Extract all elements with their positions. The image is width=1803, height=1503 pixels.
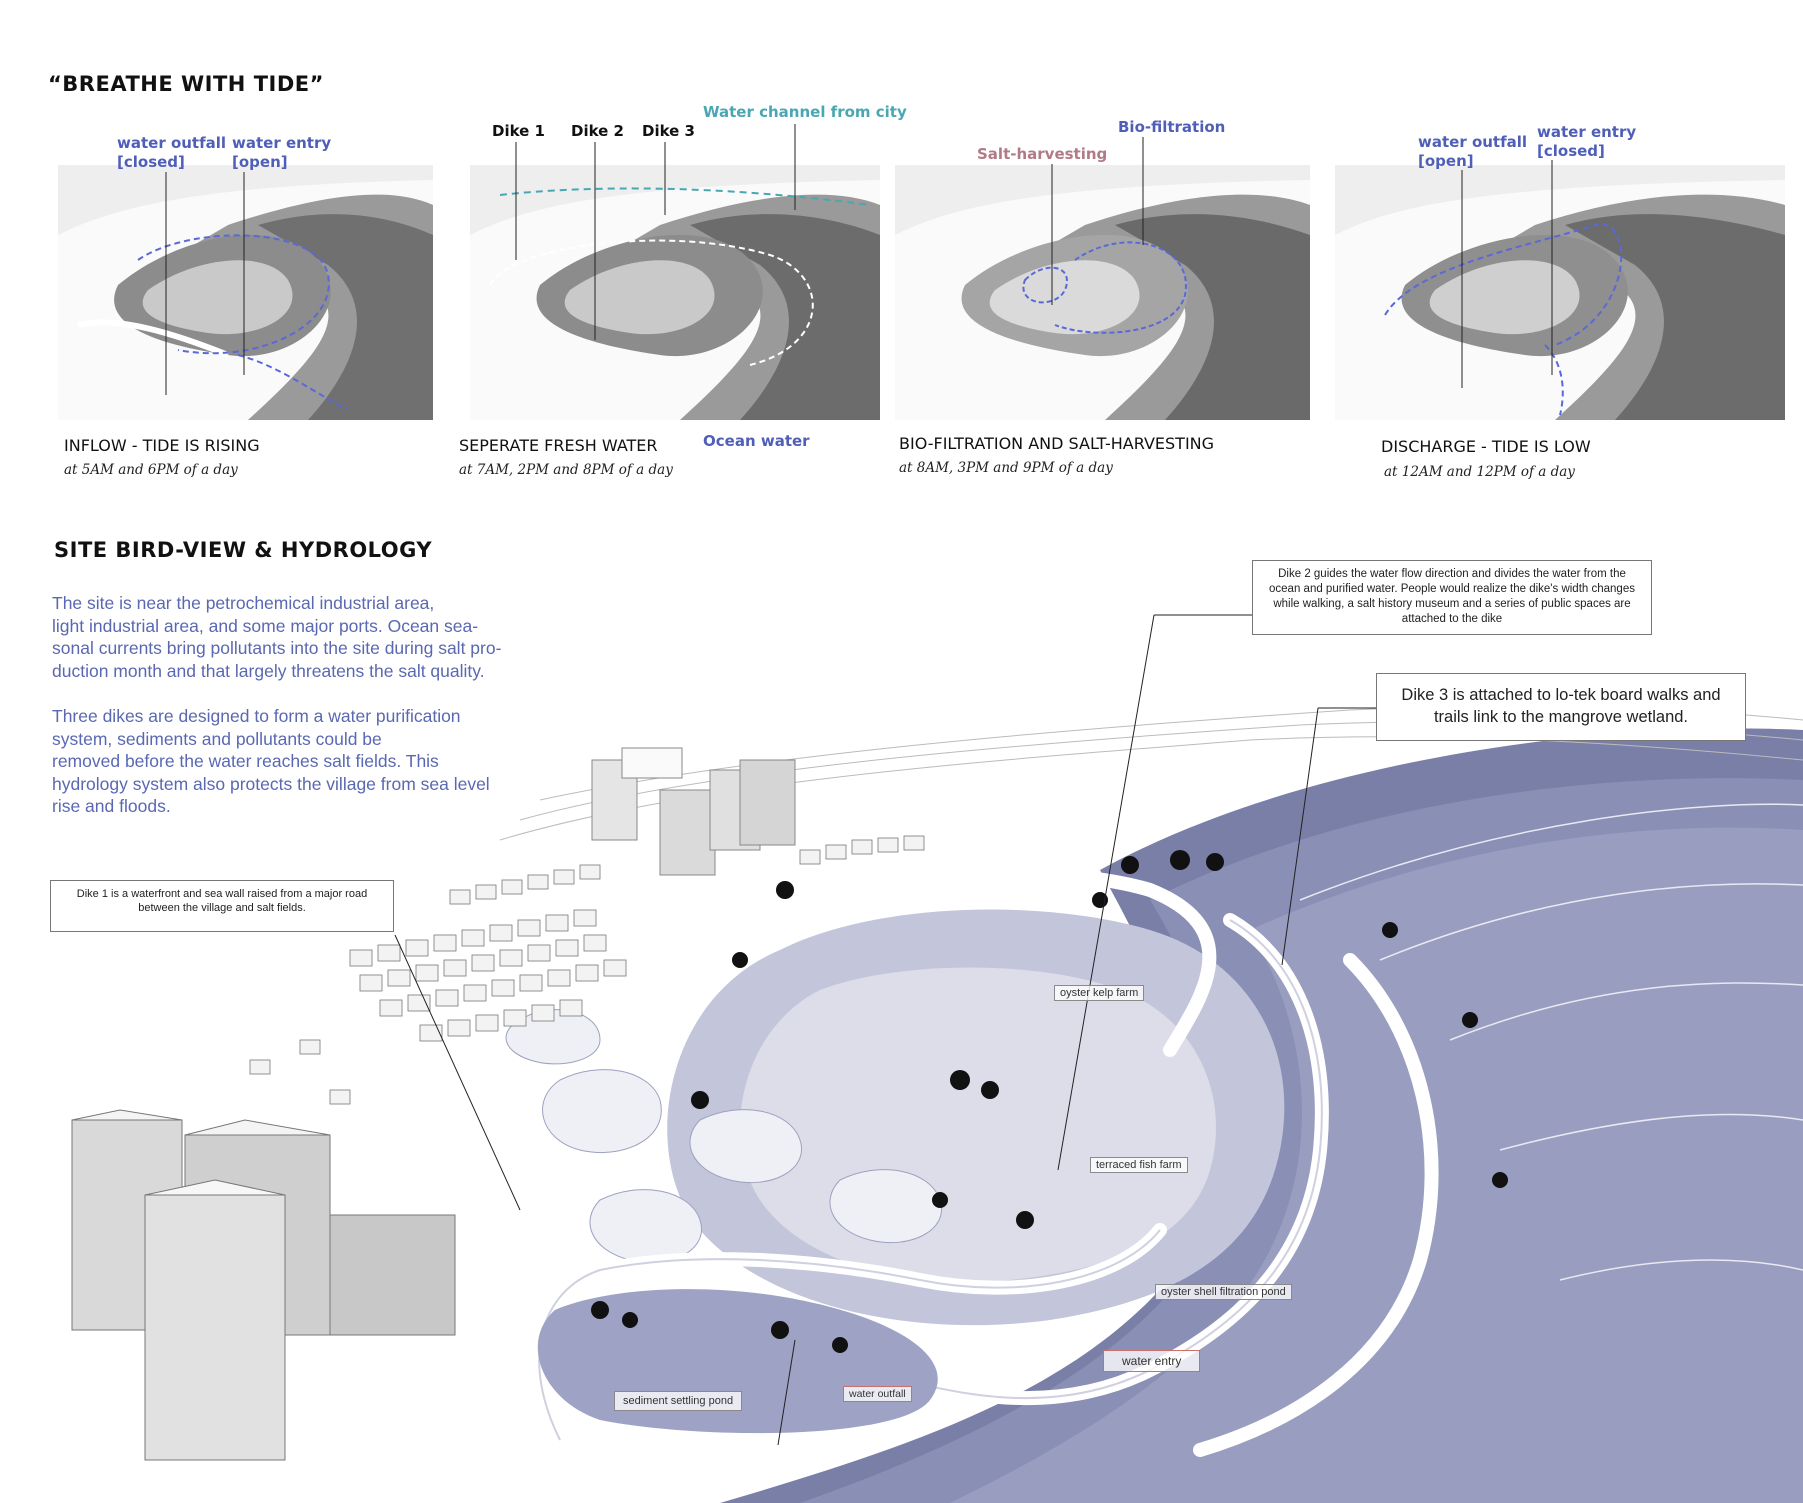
map-label-water-outfall: water outfall — [843, 1386, 912, 1402]
tide-diagram-inflow — [58, 165, 433, 420]
label-water-outfall-closed: water outfall [closed] — [117, 134, 227, 171]
site-paragraph-2: Three dikes are designed to form a water… — [52, 706, 490, 816]
caption-fresh-water: SEPERATE FRESH WATER — [459, 436, 658, 455]
section-title-site: SITE BIRD-VIEW & HYDROLOGY — [54, 538, 433, 562]
label-bio-filtration: Bio-filtration — [1118, 118, 1226, 136]
label-dike-1: Dike 1 — [492, 122, 545, 140]
map-label-sediment: sediment settling pond — [614, 1391, 743, 1411]
caption-discharge: DISCHARGE - TIDE IS LOW — [1381, 437, 1591, 456]
label-water-entry-closed: water entry [closed] — [1537, 123, 1637, 160]
label-ocean-water: Ocean water — [703, 432, 810, 450]
note-dike-3: Dike 3 is attached to lo-tek board walks… — [1376, 673, 1746, 741]
map-label-oyster-shell: oyster shell filtration pond — [1155, 1284, 1292, 1300]
site-paragraph-1: The site is near the petrochemical indus… — [52, 593, 502, 681]
tide-diagram-discharge — [1335, 165, 1785, 420]
note-dike-1: Dike 1 is a waterfront and sea wall rais… — [50, 880, 394, 932]
time-fresh-water: at 7AM, 2PM and 8PM of a day — [459, 462, 673, 478]
note-dike-2: Dike 2 guides the water flow direction a… — [1252, 560, 1652, 635]
label-dike-3: Dike 3 — [642, 122, 695, 140]
label-water-entry-open: water entry [open] — [232, 134, 332, 171]
label-dike-2: Dike 2 — [571, 122, 624, 140]
label-salt-harvesting: Salt-harvesting — [977, 145, 1108, 163]
caption-biofiltration: BIO-FILTRATION AND SALT-HARVESTING — [899, 434, 1215, 453]
time-discharge: at 12AM and 12PM of a day — [1384, 464, 1575, 480]
caption-inflow: INFLOW - TIDE IS RISING — [64, 436, 260, 455]
tide-diagram-fresh-water — [470, 165, 880, 420]
map-label-oyster-kelp: oyster kelp farm — [1054, 985, 1145, 1001]
time-inflow: at 5AM and 6PM of a day — [64, 462, 238, 478]
label-water-channel: Water channel from city — [703, 103, 907, 121]
tide-diagram-biofiltration — [895, 165, 1310, 420]
label-water-outfall-open: water outfall [open] — [1418, 133, 1528, 170]
map-label-terraced-fish: terraced fish farm — [1090, 1157, 1188, 1173]
map-label-water-entry: water entry — [1103, 1350, 1201, 1372]
section-title-breathe: “BREATHE WITH TIDE” — [48, 72, 324, 96]
time-biofiltration: at 8AM, 3PM and 9PM of a day — [899, 460, 1113, 476]
